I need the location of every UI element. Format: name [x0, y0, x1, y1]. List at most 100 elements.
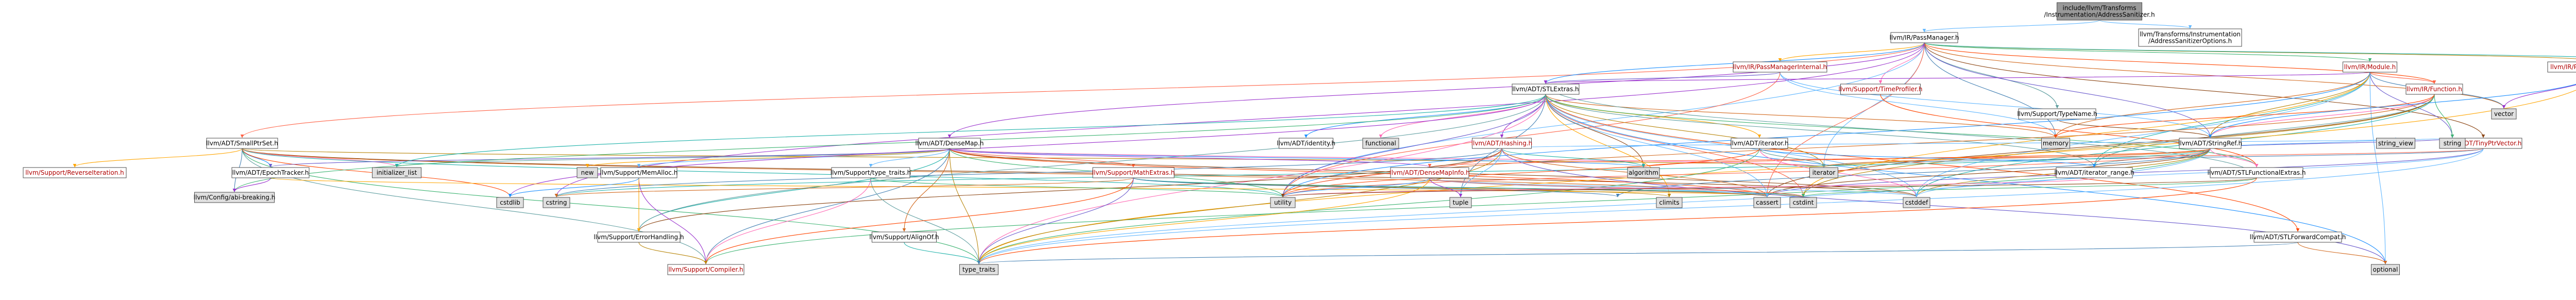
edge-function-to-cstddef	[1914, 94, 2435, 197]
node-box	[206, 138, 278, 149]
node-label: llvm/Support/MemAlloc.h	[600, 169, 678, 176]
edge-passinstr-to-vector	[2502, 84, 2576, 109]
node-label: utility	[1274, 199, 1292, 206]
node-typename[interactable]: llvm/Support/TypeName.h	[2017, 108, 2097, 120]
node-alignof[interactable]: llvm/Support/AlignOf.h	[869, 231, 939, 243]
node-epoch[interactable]: llvm/ADT/EpochTracker.h	[231, 167, 310, 178]
node-label: llvm/IR/PassManager.h	[1890, 34, 1959, 41]
node-label: llvm/Support/TypeName.h	[2017, 110, 2097, 118]
edge-stringref-to-utility	[1281, 148, 2211, 197]
node-stringref[interactable]: llvm/ADT/StringRef.h	[2178, 138, 2242, 149]
node-errhandling[interactable]: llvm/Support/ErrorHandling.h	[594, 231, 684, 243]
node-timeprof[interactable]: llvm/Support/TimeProfiler.h	[1839, 84, 1923, 95]
edge-stringref-to-iterator	[1822, 148, 2211, 168]
edge-typename-to-stringref	[2057, 119, 2212, 138]
edge-stlextras-to-hashing	[1500, 94, 1546, 138]
node-memalloc[interactable]: llvm/Support/MemAlloc.h	[600, 167, 678, 178]
node-function[interactable]: llvm/IR/Function.h	[2405, 84, 2463, 95]
node-module[interactable]: llvm/IR/Module.h	[2343, 61, 2397, 73]
edge-stlfunc-to-stlextras	[1544, 83, 2257, 178]
node-box	[1731, 138, 1788, 149]
node-box	[1733, 61, 1827, 73]
edge-stringref-to-stlfunc	[2210, 148, 2259, 168]
node-hashing[interactable]: llvm/ADT/Hashing.h	[1471, 138, 1533, 149]
node-box	[2179, 138, 2242, 149]
edge-function-to-stringref	[2208, 94, 2435, 138]
node-label: llvm/ADT/DenseMapInfo.h	[1389, 169, 1469, 176]
node-box	[2405, 84, 2463, 95]
node-box	[1449, 197, 1472, 208]
edge-stlextras-to-optional	[1545, 94, 2387, 264]
edge-function-to-iterrange	[2092, 94, 2435, 168]
node-iterrange[interactable]: llvm/ADT/iterator_range.h	[2054, 167, 2134, 178]
edge-mathextras-to-cstring	[555, 177, 1134, 197]
node-box	[1789, 197, 1817, 208]
node-identity[interactable]: llvm/ADT/identity.h	[1277, 138, 1335, 149]
node-label: functional	[1365, 140, 1396, 147]
edge-pmimpl-to-memory	[1780, 72, 2058, 138]
node-stlextras[interactable]: llvm/ADT/STLExtras.h	[1512, 84, 1580, 95]
edge-passmgr-to-timeprof	[1878, 42, 1925, 84]
node-label: llvm/IR/PassManagerInternal.h	[1733, 63, 1827, 71]
edge-mathextras-to-typetraitsstd	[977, 177, 1134, 264]
edge-stlextras-to-iterator	[1545, 94, 1826, 168]
node-stlfwd[interactable]: llvm/ADT/STLForwardCompat.h	[2250, 231, 2346, 243]
edge-hashing-to-errhandling	[637, 148, 1502, 232]
node-box	[372, 167, 421, 178]
node-revit[interactable]: llvm/Support/ReverseIteration.h	[23, 167, 127, 178]
node-compiler[interactable]: llvm/Support/Compiler.h	[667, 264, 744, 275]
node-memory: memory	[2041, 138, 2070, 149]
edge-epoch-to-cstdint	[270, 177, 1805, 197]
node-box	[194, 192, 275, 203]
node-label: type_traits	[962, 266, 995, 273]
edge-densemapinfo-to-utility	[1281, 177, 1430, 197]
node-mathextras[interactable]: llvm/Support/MathExtras.h	[1092, 167, 1175, 178]
node-asanopts[interactable]: llvm/Transforms/Instrumentation/AddressS…	[2138, 28, 2242, 47]
node-label: initializer_list	[377, 169, 417, 176]
edge-stlfwd-to-typetraitsstd	[977, 242, 2298, 264]
node-densemapinfo[interactable]: llvm/ADT/DenseMapInfo.h	[1389, 167, 1470, 178]
node-cstdint: cstdint	[1789, 197, 1817, 208]
node-smallptrset[interactable]: llvm/ADT/SmallPtrSet.h	[206, 138, 278, 149]
edge-typetraits-to-compiler	[704, 177, 871, 264]
node-typetraits[interactable]: llvm/Support/type_traits.h	[831, 167, 911, 178]
node-box	[1656, 197, 1683, 208]
node-densemap[interactable]: llvm/ADT/DenseMap.h	[916, 138, 984, 149]
node-adtiter[interactable]: llvm/ADT/iterator.h	[1730, 138, 1789, 149]
node-label: llvm/Support/ReverseIteration.h	[25, 169, 124, 176]
node-box	[2210, 167, 2303, 178]
node-label: llvm/IR/Module.h	[2344, 63, 2396, 71]
edge-stlextras-to-algorithm	[1545, 94, 1646, 168]
node-label: llvm/Support/ErrorHandling.h	[594, 234, 684, 241]
edge-adtiter-to-iterator	[1759, 148, 1826, 168]
node-label: cstddef	[1905, 199, 1928, 206]
node-label: llvm/ADT/StringRef.h	[2178, 140, 2242, 147]
node-label: cstdlib	[500, 199, 520, 206]
edge-passmgr-to-list	[1924, 42, 2576, 57]
node-label: vector	[2494, 110, 2514, 118]
node-passmgr[interactable]: llvm/IR/PassManager.h	[1890, 32, 1959, 43]
node-box	[1270, 197, 1296, 208]
edge-stlextras-to-initlist	[395, 94, 1546, 168]
node-box	[1279, 138, 1333, 149]
node-label: algorithm	[1629, 169, 1658, 176]
node-passinstr[interactable]: llvm/IR/PassInstrumentation.h	[2547, 61, 2576, 73]
edge-module-to-iterrange	[2092, 72, 2370, 168]
node-root[interactable]: include/llvm/Transforms/Instrumentation/…	[2044, 2, 2155, 21]
edge-passmgr-to-memory	[1924, 42, 2058, 138]
node-box	[918, 138, 981, 149]
node-pmimpl[interactable]: llvm/IR/PassManagerInternal.h	[1733, 61, 1827, 73]
edge-stringref-to-typetraitsstd	[977, 148, 2211, 264]
node-label: cassert	[1756, 199, 1778, 206]
node-stlfunc[interactable]: llvm/ADT/STLFunctionalExtras.h	[2207, 167, 2306, 178]
edge-smallptrset-to-iterator	[242, 148, 1825, 168]
edge-stlextras-to-stlfwd	[1545, 94, 2300, 232]
edge-densemap-to-errhandling	[637, 148, 950, 232]
node-box	[1472, 138, 1532, 149]
node-label: llvm/ADT/DenseMap.h	[916, 140, 984, 147]
edge-tinyptr-to-densemapinfo	[1428, 148, 2484, 168]
node-label: llvm/Support/AlignOf.h	[869, 234, 939, 241]
node-initlist: initializer_list	[372, 167, 421, 178]
node-label: llvm/Transforms/Instrumentation	[2140, 31, 2241, 38]
edge-root-to-passmgr	[1922, 20, 2100, 32]
